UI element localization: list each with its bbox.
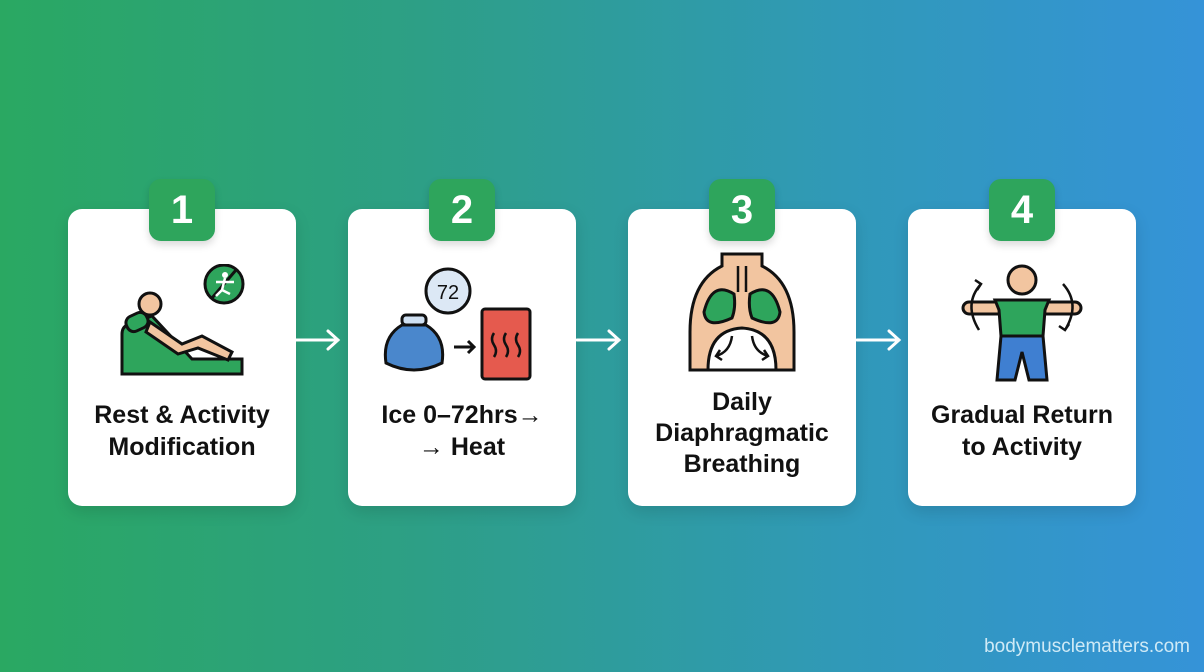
step-card-3: 3 Daily Diaphragmatic Breathing xyxy=(628,179,856,506)
step-label: Rest & Activity Modification xyxy=(76,399,288,463)
step-number-badge: 2 xyxy=(429,179,495,241)
ice-pack-to-heat-pack-icon: 72 xyxy=(348,259,576,389)
person-arm-circles-icon xyxy=(908,254,1136,384)
lungs-diaphragm-icon xyxy=(628,247,856,377)
arrow-right-icon xyxy=(855,329,902,351)
step-label-line: Breathing xyxy=(683,450,801,478)
step-label: Ice 0–72hrs→ → Heat xyxy=(356,399,568,463)
step-label-line: Rest & Activity xyxy=(94,401,270,429)
step-label: Daily Diaphragmatic Breathing xyxy=(636,387,848,480)
step-label-line: Daily xyxy=(712,388,772,416)
reclining-person-no-exercise-icon xyxy=(68,259,296,389)
step-card-4: 4 Gradual Return to Activity xyxy=(908,179,1136,506)
website-watermark: bodymusclematters.com xyxy=(984,636,1190,657)
step-label-line: Modification xyxy=(108,433,256,461)
step-label-line: Gradual Return xyxy=(931,401,1113,429)
step-card-1: 1 Rest & Activity Modification xyxy=(68,179,296,506)
step-number-badge: 4 xyxy=(989,179,1055,241)
step-card-2: 2 72 Ice 0–72hrs→ → Heat xyxy=(348,179,576,506)
arrow-right-icon xyxy=(575,329,622,351)
timer-value: 72 xyxy=(437,282,459,304)
step-number-badge: 1 xyxy=(149,179,215,241)
step-label-line: → Heat xyxy=(418,433,506,461)
step-label-line: to Activity xyxy=(962,433,1082,461)
step-label: Gradual Return to Activity xyxy=(916,399,1128,463)
arrow-right-icon xyxy=(294,329,341,351)
step-number-badge: 3 xyxy=(709,179,775,241)
step-label-line: Ice 0–72hrs→ xyxy=(381,401,543,429)
step-label-line: Diaphragmatic xyxy=(655,419,829,447)
